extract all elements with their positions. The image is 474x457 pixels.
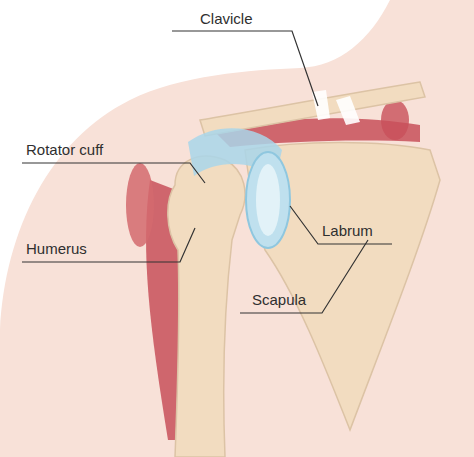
scapula-bone [245, 143, 440, 431]
leader-line [290, 206, 392, 244]
ligament [312, 90, 330, 120]
trapezius-muscle [381, 100, 409, 140]
part-label: Rotator cuff [26, 141, 103, 159]
part-label: Labrum [322, 222, 373, 240]
humerus-bone [168, 156, 245, 457]
part-label: Clavicle [200, 10, 253, 28]
part-label: Humerus [26, 240, 87, 258]
leader-line [172, 31, 318, 106]
deltoid-muscle [126, 163, 154, 247]
glenoid-surface [256, 164, 280, 236]
leader-line [22, 228, 195, 262]
labrum-ring [246, 152, 290, 248]
ligament [336, 96, 360, 125]
part-label: Scapula [252, 291, 306, 309]
leader-line [240, 240, 368, 313]
leader-line [22, 163, 205, 183]
